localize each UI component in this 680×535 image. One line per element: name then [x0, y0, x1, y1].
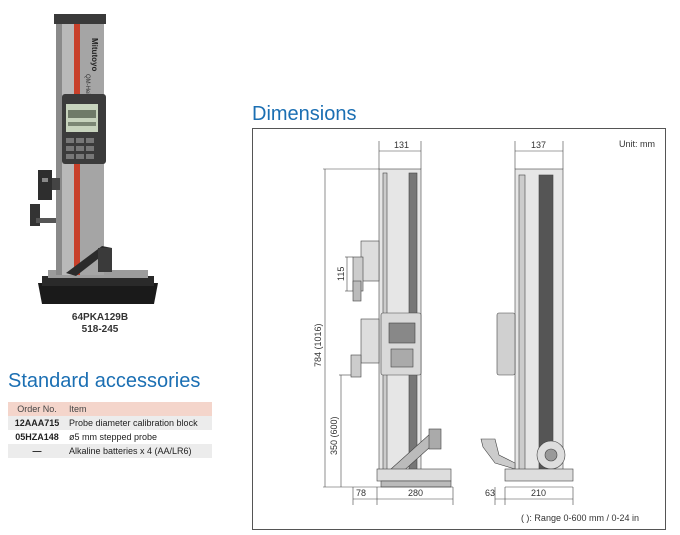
front-width-label: 131	[394, 140, 409, 150]
device-model-text: QM-Height	[84, 74, 90, 103]
base-width-label: 280	[408, 488, 423, 498]
device-brand-text: Mitutoyo	[90, 38, 99, 71]
order-number-cell: 12AAA715	[8, 416, 66, 430]
accessories-title: Standard accessories	[8, 370, 201, 392]
side-width-label: 137	[531, 140, 546, 150]
dimensions-title: Dimensions	[252, 103, 357, 125]
dimensions-drawing-panel: 131 115 784 (1016) 350 (600) 78 280 137 …	[252, 128, 666, 530]
base-depth-label: 210	[531, 488, 546, 498]
probe-offset-label: 63	[485, 488, 495, 498]
order-number-cell: —	[8, 444, 66, 458]
accessories-table: Order No. Item 12AAA715 Probe diameter c…	[8, 402, 212, 458]
table-row: — Alkaline batteries x 4 (AA/LR6)	[8, 444, 212, 458]
bracket-height-label: 115	[336, 267, 346, 281]
accessories-header-row: Order No. Item	[8, 402, 212, 416]
dimension-drawing: 131 115 784 (1016) 350 (600) 78 280 137 …	[313, 140, 574, 505]
lower-height-label: 350 (600)	[329, 416, 339, 455]
product-photo: Mitutoyo QM-Height	[30, 14, 158, 304]
range-note: ( ): Range 0-600 mm / 0-24 in	[520, 513, 639, 523]
base-offset-label: 78	[356, 488, 366, 498]
unit-label: Unit: mm	[619, 139, 655, 149]
item-cell: Probe diameter calibration block	[66, 416, 212, 430]
item-cell: ø5 mm stepped probe	[66, 430, 212, 444]
header-item: Item	[66, 402, 212, 416]
table-row: 05HZA148 ø5 mm stepped probe	[8, 430, 212, 444]
total-height-label: 784 (1016)	[313, 323, 323, 367]
item-cell: Alkaline batteries x 4 (AA/LR6)	[66, 444, 212, 458]
table-row: 12AAA715 Probe diameter calibration bloc…	[8, 416, 212, 430]
product-code-1: 64PKA129B	[71, 312, 129, 323]
order-number-cell: 05HZA148	[8, 430, 66, 444]
product-code-2: 518-245	[81, 324, 119, 335]
header-order-no: Order No.	[8, 402, 66, 416]
